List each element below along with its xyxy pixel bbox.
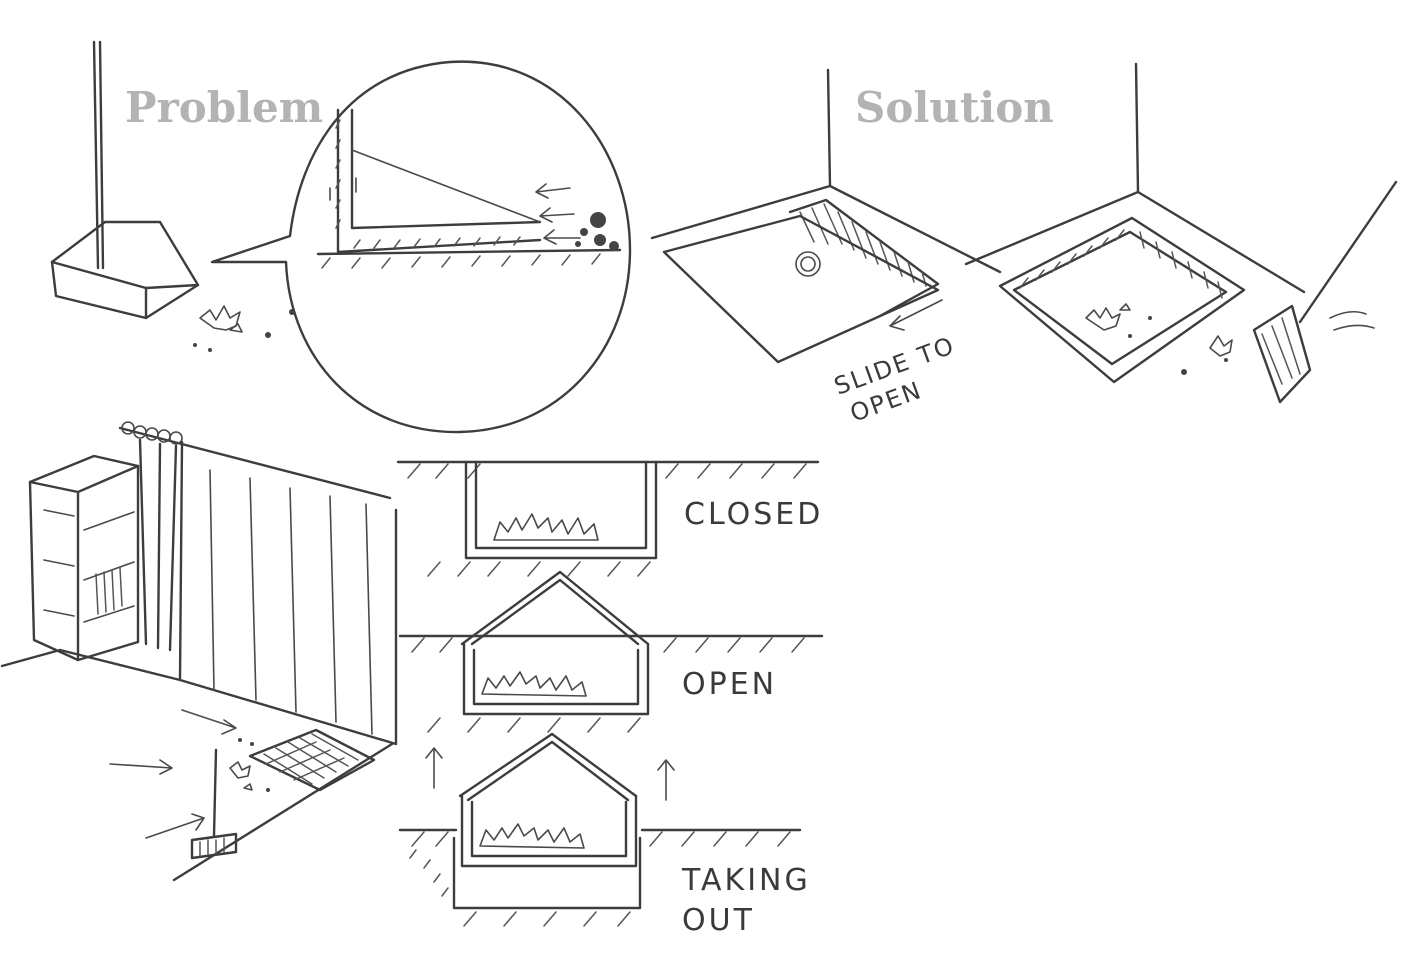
- state-closed: CLOSED: [398, 462, 823, 576]
- open-label: OPEN: [682, 667, 777, 702]
- problem-heading: Problem: [125, 83, 323, 132]
- state-open: OPEN: [400, 572, 822, 732]
- taking-out-label-line1: TAKING: [681, 863, 811, 898]
- state-diagrams: CLOSED OPEN: [398, 462, 823, 938]
- taking-out-label-line2: OUT: [682, 903, 755, 938]
- room-view: [2, 422, 396, 880]
- solution-panel: Solution SLIDE TO OPEN: [652, 64, 1396, 428]
- problem-panel: Problem: [52, 42, 630, 432]
- floor-debris: [193, 306, 295, 352]
- solution-heading: Solution: [855, 83, 1054, 132]
- state-taking-out: TAKING OUT: [400, 734, 811, 938]
- closed-label: CLOSED: [684, 497, 823, 532]
